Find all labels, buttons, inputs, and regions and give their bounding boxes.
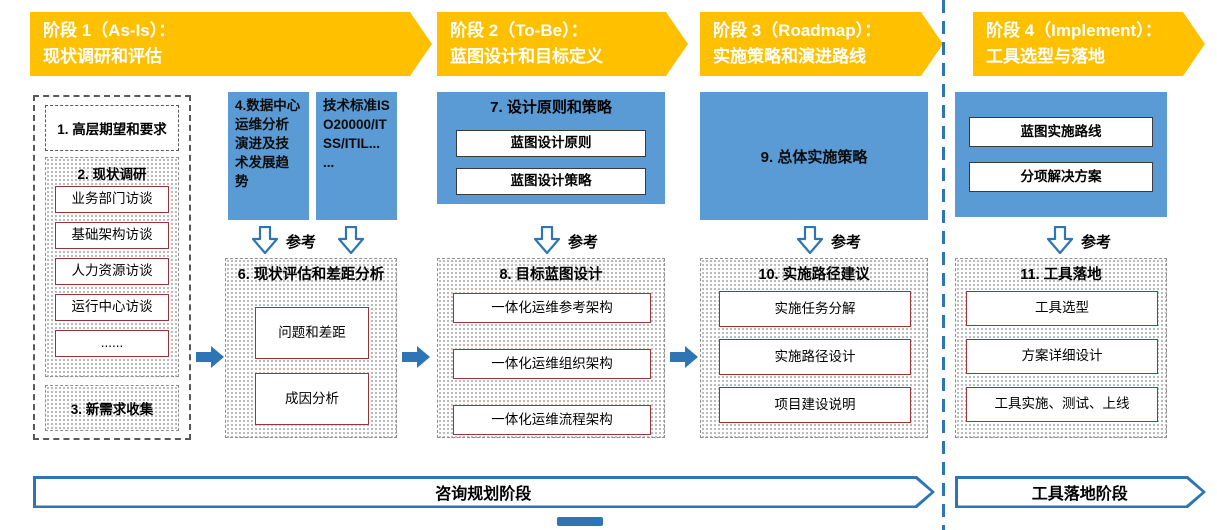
phase2-title-line1: 阶段 2（To-Be）： (450, 21, 588, 40)
as-is-container: 1. 高层期望和要求 2. 现状调研 业务部门访谈 基础架构访谈 人力资源访谈 … (33, 95, 191, 440)
interview-item: 业务部门访谈 (55, 186, 169, 213)
phase1-title-line2: 现状调研和评估 (43, 47, 162, 67)
box-tool-landing: 11. 工具落地 工具选型 方案详细设计 工具实施、测试、上线 (955, 258, 1167, 438)
phase2-banner: 阶段 2（To-Be）： 蓝图设计和目标定义 (437, 12, 688, 76)
phase3-banner: 阶段 3（Roadmap）： 实施策略和演进路线 (700, 12, 943, 76)
interview-item: 基础架构访谈 (55, 222, 169, 249)
box-current-survey: 2. 现状调研 业务部门访谈 基础架构访谈 人力资源访谈 运行中心访谈 ....… (45, 157, 179, 377)
down-arrow-icon (252, 226, 282, 254)
blueprint-item: 一体化运维流程架构 (453, 405, 651, 435)
phase3-title-line1: 阶段 3（Roadmap）： (713, 21, 882, 40)
consulting-stage-label: 咨询规划阶段 (36, 479, 932, 506)
ref-label: 参考 (286, 234, 317, 251)
survey-title: 2. 现状调研 (77, 167, 147, 182)
phase4-title-line1: 阶段 4（Implement）： (986, 21, 1162, 40)
gap-item: 成因分析 (255, 373, 369, 425)
box-blueprint-route: 蓝图实施路线 分项解决方案 (955, 92, 1167, 217)
tool-item: 工具选型 (966, 291, 1158, 326)
design-principles-title: 7. 设计原则和策略 (490, 99, 612, 116)
tool-landing-stage-label: 工具落地阶段 (958, 479, 1203, 506)
phase1-banner: 阶段 1（As-Is）： 现状调研和评估 (30, 12, 432, 76)
design-item: 蓝图设计策略 (456, 168, 646, 195)
box-top-expectations-label: 1. 高层期望和要求 (57, 122, 167, 137)
gap-analysis-title: 6. 现状评估和差距分析 (237, 267, 385, 283)
ref-box-dc-trend: 4.数据中心运维分析演进及技术发展趋势 (228, 92, 309, 220)
down-arrow-icon (797, 226, 827, 254)
down-arrow-icon (534, 226, 564, 254)
phase2-title-line2: 蓝图设计和目标定义 (450, 47, 603, 67)
overall-strategy-label: 9. 总体实施策略 (760, 148, 868, 166)
phase4-banner: 阶段 4（Implement）： 工具选型与落地 (973, 12, 1205, 76)
ref-label: 参考 (1081, 234, 1112, 251)
interview-item: 人力资源访谈 (55, 258, 169, 285)
consulting-stage-arrow: 咨询规划阶段 (33, 476, 935, 508)
box-top-expectations: 1. 高层期望和要求 (45, 105, 179, 151)
down-arrow-icon (1047, 226, 1077, 254)
route-item: 蓝图实施路线 (969, 117, 1153, 147)
right-arrow-icon (195, 344, 225, 372)
tool-landing-title: 11. 工具落地 (1020, 267, 1102, 283)
ref-label: 参考 (831, 234, 862, 251)
tool-landing-stage-arrow: 工具落地阶段 (955, 476, 1206, 508)
bottom-blue-mark (557, 517, 603, 526)
route-item: 分项解决方案 (969, 162, 1153, 192)
box-implementation-path: 10. 实施路径建议 实施任务分解 实施路径设计 项目建设说明 (700, 258, 928, 438)
box-new-requirements-label: 3. 新需求收集 (70, 402, 154, 417)
tool-item: 工具实施、测试、上线 (966, 387, 1158, 422)
design-item: 蓝图设计原则 (456, 130, 646, 157)
implementation-path-title: 10. 实施路径建议 (758, 267, 870, 283)
box-blueprint-design: 8. 目标蓝图设计 一体化运维参考架构 一体化运维组织架构 一体化运维流程架构 (437, 258, 665, 438)
ref-box-standards: 技术标准ISO20000/ITSS/ITIL... ... (316, 92, 397, 220)
blueprint-design-title: 8. 目标蓝图设计 (499, 267, 603, 283)
phase3-title-line2: 实施策略和演进路线 (713, 47, 866, 67)
ref-label: 参考 (568, 234, 599, 251)
phase4-title-line2: 工具选型与落地 (986, 47, 1105, 67)
phase1-title-line1: 阶段 1（As-Is）： (43, 21, 176, 40)
gap-item: 问题和差距 (255, 307, 369, 359)
blueprint-item: 一体化运维组织架构 (453, 349, 651, 379)
path-item: 实施路径设计 (719, 339, 911, 375)
interview-item: 运行中心访谈 (55, 294, 169, 321)
phase-separator-dashed-line (942, 0, 945, 530)
interview-item: ...... (55, 330, 169, 357)
box-new-requirements: 3. 新需求收集 (45, 385, 179, 431)
box-gap-analysis: 6. 现状评估和差距分析 问题和差距 成因分析 (225, 258, 397, 438)
path-item: 项目建设说明 (719, 387, 911, 423)
blueprint-item: 一体化运维参考架构 (453, 293, 651, 323)
right-arrow-icon (669, 344, 699, 372)
box-overall-strategy: 9. 总体实施策略 (700, 92, 928, 220)
down-arrow-icon (338, 226, 368, 254)
tool-item: 方案详细设计 (966, 339, 1158, 374)
right-arrow-icon (401, 344, 431, 372)
box-design-principles: 7. 设计原则和策略 蓝图设计原则 蓝图设计策略 (437, 92, 665, 204)
path-item: 实施任务分解 (719, 291, 911, 327)
